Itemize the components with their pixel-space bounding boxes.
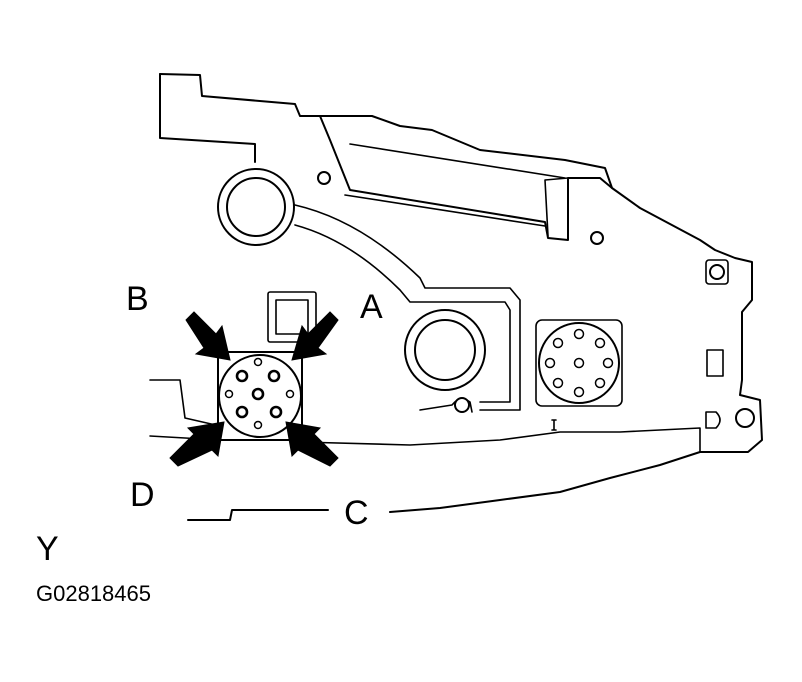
connector-left-pin <box>251 387 265 401</box>
connector-left-pin <box>269 405 283 419</box>
connector-left-pin <box>285 389 295 399</box>
connector-left-pin <box>224 389 234 399</box>
callout-a-label: A <box>360 288 383 326</box>
right-tab-clip <box>706 349 724 377</box>
callout-b-label: B <box>126 280 149 318</box>
arrow-b-icon <box>185 311 231 361</box>
upper-arm-tab <box>544 177 569 237</box>
connector-right-pin <box>573 357 585 369</box>
connector-left-pin <box>235 369 249 383</box>
connector-right-pin <box>552 337 564 349</box>
small-hole-3 <box>735 408 755 428</box>
upper-arm-inner <box>344 143 566 227</box>
center-boss-hole <box>454 397 470 413</box>
arrow-c-icon <box>285 421 339 467</box>
connector-right-pin <box>544 357 556 369</box>
connector-right-pin <box>573 386 585 398</box>
upper-arm <box>319 115 613 241</box>
callout-d-label: D <box>130 476 155 514</box>
connector-right-housing <box>535 319 623 407</box>
small-hole-1 <box>317 171 331 185</box>
square-boss-outer <box>267 291 317 343</box>
view-label: Y <box>36 530 59 568</box>
channel-groove-inner <box>294 224 511 403</box>
connector-left-pin <box>253 357 263 367</box>
callout-c-label: C <box>344 494 369 532</box>
arrow-a-icon <box>291 311 339 361</box>
connector-right-pin <box>602 357 614 369</box>
connector-right-mark <box>551 419 557 431</box>
right-tab-slot <box>705 259 729 285</box>
figure-code: G02818465 <box>36 581 151 606</box>
connector-left-pin <box>253 420 263 430</box>
housing-bottom-edge <box>187 509 329 521</box>
right-tab-mark <box>705 411 721 429</box>
connector-right-pin <box>552 377 564 389</box>
connector-right-pin <box>594 377 606 389</box>
square-boss-inner <box>275 299 309 335</box>
small-hole-2 <box>590 231 604 245</box>
connector-right-pin <box>573 328 585 340</box>
mount-hole-upper-inner <box>226 177 286 237</box>
channel-groove-outer <box>294 204 521 411</box>
right-tab-hole <box>709 264 725 280</box>
connector-right-pin <box>594 337 606 349</box>
connector-left-pin <box>267 369 281 383</box>
housing-left-edge <box>159 73 256 163</box>
mount-hole-center-inner <box>414 319 476 381</box>
bracket-left-edge <box>149 379 221 427</box>
arrow-d-icon <box>169 421 225 467</box>
connector-left-pin <box>235 405 249 419</box>
housing-outline <box>159 73 763 513</box>
